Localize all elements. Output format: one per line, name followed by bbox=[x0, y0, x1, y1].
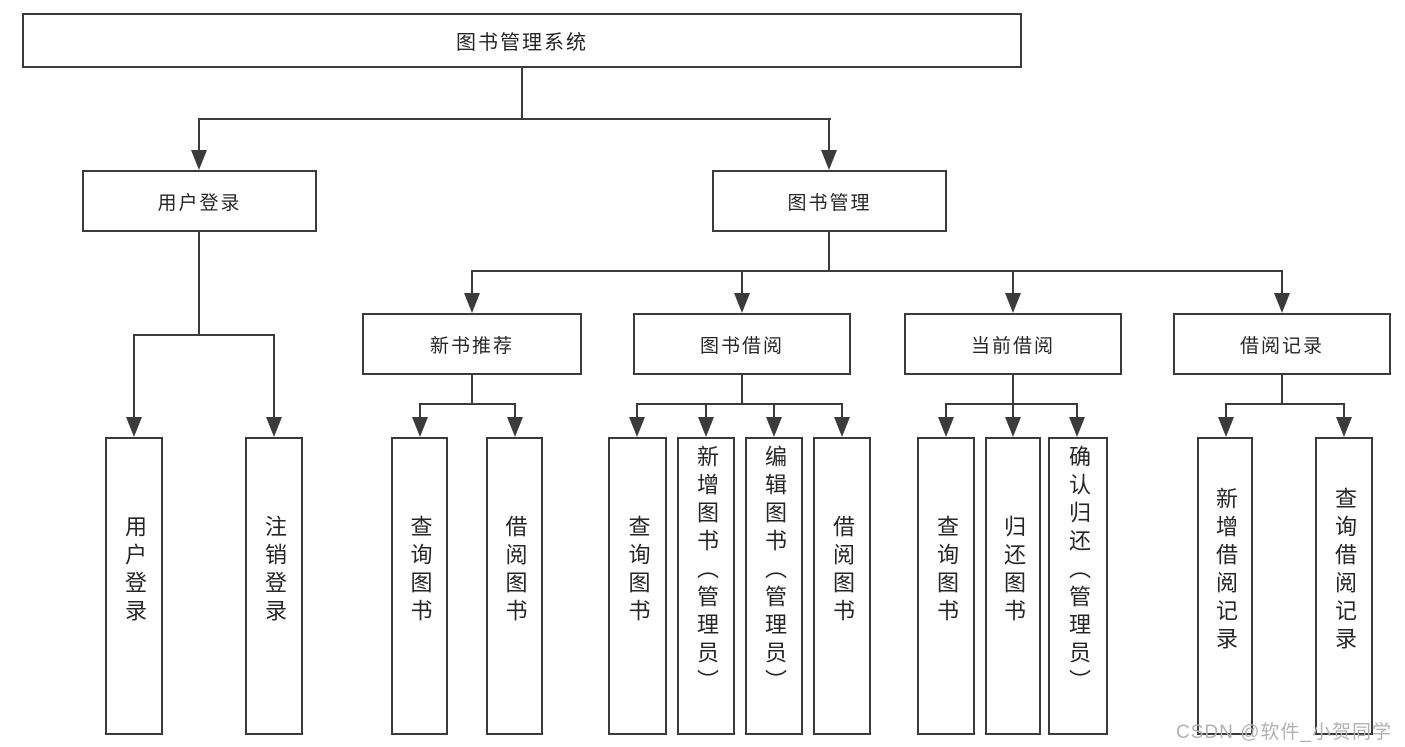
connector-vline bbox=[741, 270, 743, 293]
arrow-down-icon bbox=[834, 417, 850, 437]
connector-vline bbox=[419, 403, 421, 417]
arrow-down-icon bbox=[1274, 293, 1290, 313]
leaf-records-add: 新增借阅记录 bbox=[1197, 437, 1253, 735]
connector-vline bbox=[1343, 403, 1345, 417]
connector-vline bbox=[1012, 375, 1014, 405]
connector-vline bbox=[1281, 375, 1283, 405]
arrow-down-icon bbox=[507, 417, 523, 437]
connector-vline bbox=[471, 270, 473, 293]
connector-vline bbox=[636, 403, 638, 417]
connector-hline bbox=[133, 334, 275, 336]
leaf-newbooks-query: 查询图书 bbox=[391, 437, 448, 735]
connector-hline bbox=[419, 403, 516, 405]
connector-vline bbox=[741, 375, 743, 405]
connector-vline bbox=[705, 403, 707, 417]
node-user-login: 用户登录 bbox=[82, 170, 317, 232]
connector-hline bbox=[636, 403, 843, 405]
connector-hline bbox=[1225, 403, 1345, 405]
connector-vline bbox=[514, 403, 516, 417]
connector-vline bbox=[521, 68, 523, 120]
connector-vline bbox=[1012, 403, 1014, 417]
connector-vline bbox=[828, 118, 830, 150]
arrow-down-icon bbox=[412, 417, 428, 437]
watermark-text: CSDN @软件_小贺同学 bbox=[1176, 722, 1392, 743]
arrow-down-icon bbox=[698, 417, 714, 437]
node-new-book-recommend: 新书推荐 bbox=[362, 313, 582, 375]
connector-vline bbox=[945, 403, 947, 417]
node-current-borrow: 当前借阅 bbox=[904, 313, 1122, 375]
arrow-down-icon bbox=[734, 293, 750, 313]
arrow-down-icon bbox=[766, 417, 782, 437]
arrow-down-icon bbox=[126, 417, 142, 437]
connector-vline bbox=[273, 334, 275, 417]
arrow-down-icon bbox=[629, 417, 645, 437]
leaf-borrow-query: 查询图书 bbox=[608, 437, 667, 735]
connector-vline bbox=[1012, 270, 1014, 293]
arrow-down-icon bbox=[1005, 293, 1021, 313]
node-borrow-records: 借阅记录 bbox=[1173, 313, 1391, 375]
connector-hline bbox=[945, 403, 1078, 405]
connector-vline bbox=[198, 232, 200, 336]
leaf-records-query: 查询借阅记录 bbox=[1315, 437, 1373, 735]
connector-vline bbox=[1076, 403, 1078, 417]
connector-vline bbox=[198, 118, 200, 150]
leaf-borrow-add-admin: 新增图书（管理员） bbox=[677, 437, 735, 735]
arrow-down-icon bbox=[464, 293, 480, 313]
connector-vline bbox=[471, 375, 473, 405]
connector-hline bbox=[198, 118, 831, 120]
arrow-down-icon bbox=[938, 417, 954, 437]
connector-vline bbox=[1281, 270, 1283, 293]
leaf-current-return: 归还图书 bbox=[985, 437, 1041, 735]
arrow-down-icon bbox=[1005, 417, 1021, 437]
leaf-newbooks-borrow: 借阅图书 bbox=[486, 437, 543, 735]
node-book-borrow: 图书借阅 bbox=[633, 313, 851, 375]
connector-vline bbox=[133, 334, 135, 417]
leaf-borrow-borrow: 借阅图书 bbox=[813, 437, 871, 735]
leaf-user-login: 用户登录 bbox=[105, 437, 163, 735]
connector-vline bbox=[773, 403, 775, 417]
leaf-borrow-edit-admin: 编辑图书（管理员） bbox=[745, 437, 803, 735]
leaf-logout: 注销登录 bbox=[245, 437, 303, 735]
connector-vline bbox=[828, 232, 830, 272]
arrow-down-icon bbox=[191, 150, 207, 170]
leaf-current-query: 查询图书 bbox=[917, 437, 975, 735]
connector-hline bbox=[471, 270, 1283, 272]
node-library-system: 图书管理系统 bbox=[22, 13, 1022, 68]
connector-vline bbox=[841, 403, 843, 417]
arrow-down-icon bbox=[1069, 417, 1085, 437]
arrow-down-icon bbox=[1336, 417, 1352, 437]
connector-vline bbox=[1225, 403, 1227, 417]
leaf-current-confirm-return-admin: 确认归还（管理员） bbox=[1048, 437, 1108, 735]
arrow-down-icon bbox=[821, 150, 837, 170]
arrow-down-icon bbox=[266, 417, 282, 437]
node-book-management: 图书管理 bbox=[712, 170, 947, 232]
arrow-down-icon bbox=[1218, 417, 1234, 437]
